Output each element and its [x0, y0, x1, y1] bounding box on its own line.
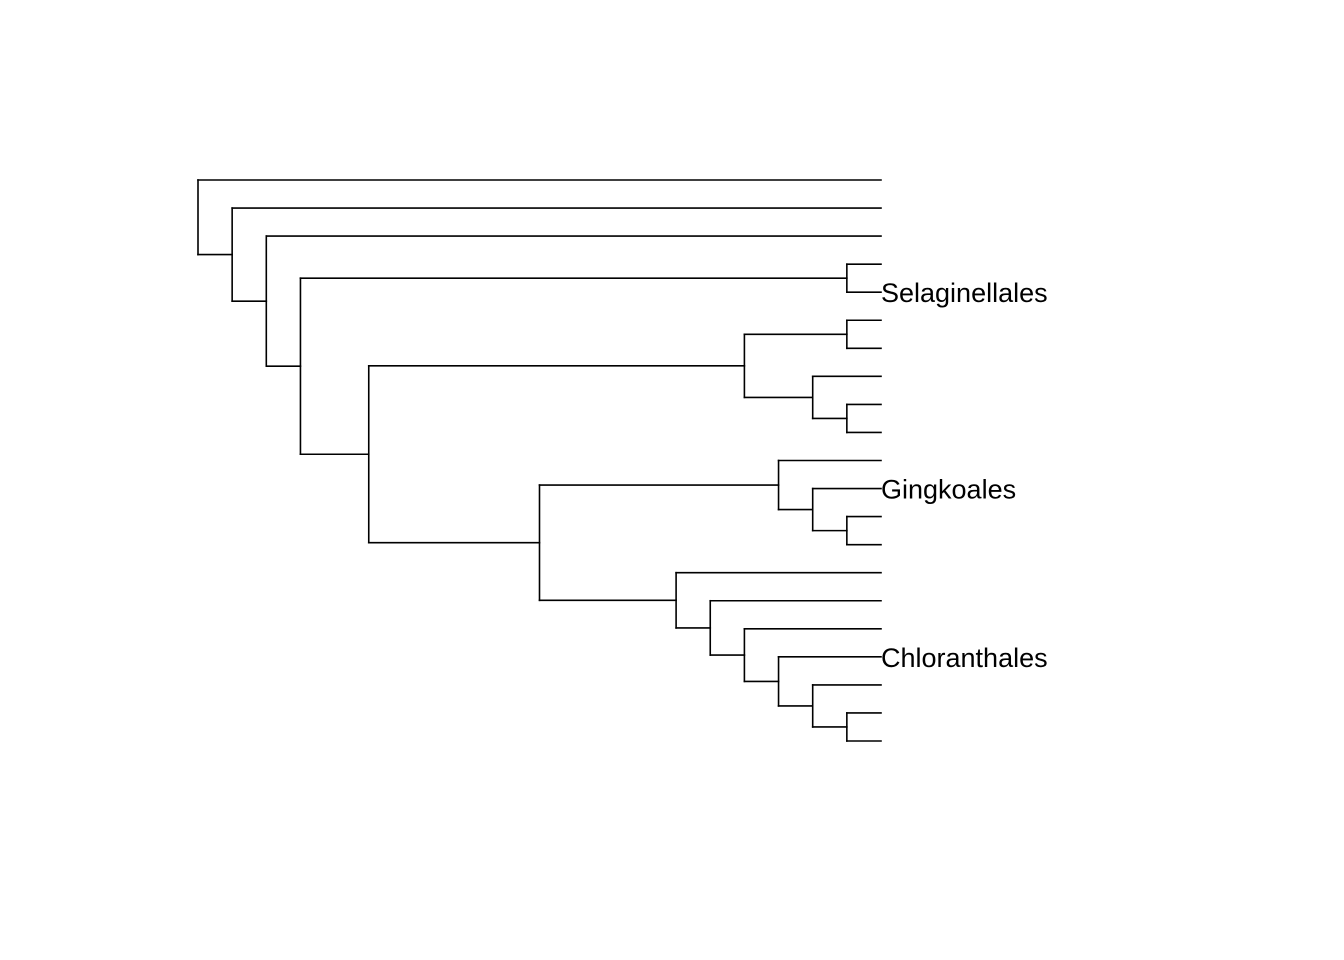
tip-label: Gingkoales	[881, 475, 1016, 505]
tip-label: Chloranthales	[881, 643, 1048, 673]
tip-label: Selaginellales	[881, 278, 1048, 308]
